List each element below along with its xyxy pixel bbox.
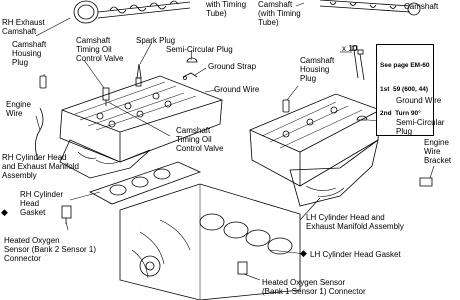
camshaft-housing-plug-right-drawing: [282, 99, 290, 113]
label-semi-circular-plug-right: Semi-Circular Plug: [396, 118, 445, 136]
label-camshaft-right-top: Camshaft: [404, 2, 439, 11]
label-ground-wire-right: Ground Wire: [396, 96, 442, 105]
label-lh-head-gasket: LH Cylinder Head Gasket: [310, 250, 401, 259]
label-camshaft-timing-oil-control-valve-top: Camshaft Timing Oil Control Valve: [76, 36, 124, 63]
camshaft-housing-plug-left-drawing: [39, 75, 47, 89]
label-camshaft-housing-plug-right: Camshaft Housing Plug: [300, 56, 335, 83]
rh-exhaust-manifold-drawing: [59, 139, 151, 179]
rh-exhaust-camshaft-drawing: [73, 0, 191, 24]
torque-callout-box: See page EM-60 1st 59 (600, 44) 2nd Turn…: [376, 44, 434, 136]
ground-strap-drawing: [182, 72, 198, 80]
lh-cylinder-head-drawing: [249, 93, 381, 187]
o2-connector-bank2-drawing: [61, 205, 72, 224]
semi-circular-plug-drawing: [186, 57, 198, 63]
label-lh-head-assembly: LH Cylinder Head and Exhaust Manifold As…: [306, 213, 404, 231]
bolts-x10-drawing: [351, 45, 365, 81]
label-spark-plug: Spark Plug: [136, 36, 176, 45]
oil-control-valve-top-drawing: [102, 87, 110, 106]
diamond-marker-lh-gasket: ◆: [300, 248, 307, 258]
rh-cylinder-head-drawing: [59, 75, 223, 163]
semi-circular-plug-right-drawing: [356, 115, 368, 121]
label-ground-strap: Ground Strap: [208, 62, 257, 71]
label-lh-intake-camshaft: LH Intake Camshaft (with Timing Tube): [258, 0, 301, 27]
label-semi-circular-plug-top: Semi-Circular Plug: [166, 45, 233, 54]
label-camshaft-timing-oil-control-valve-mid: Camshaft Timing Oil Control Valve: [176, 126, 224, 153]
label-x10: x 10: [342, 44, 358, 53]
label-with-timing-tube-left: with Timing Tube): [206, 0, 247, 18]
lh-exhaust-manifold-drawing: [289, 139, 379, 207]
callout-torque-first: 1st 59 (600, 44): [380, 86, 429, 93]
diamond-marker-rh-gasket: ◆: [1, 207, 8, 217]
leader-lines: [35, 2, 435, 281]
callout-torque-second: 2nd Turn 90°: [380, 110, 421, 117]
label-rh-head-gasket: RH Cylinder Head Gasket: [20, 190, 64, 217]
callout-page-ref: See page EM-60: [380, 62, 430, 69]
label-engine-wire-bracket: Engine Wire Bracket: [424, 138, 452, 165]
label-rh-exhaust-camshaft: RH Exhaust Camshaft: [2, 18, 45, 36]
label-camshaft-housing-plug-left: Camshaft Housing Plug: [12, 40, 47, 67]
o2-connector-bank1-drawing: [237, 261, 248, 275]
engine-block-drawing: [119, 183, 301, 300]
engine-wire-bracket-drawing: [419, 177, 433, 187]
label-engine-wire: Engine Wire: [6, 100, 31, 118]
label-heated-o2-bank1: Heated Oxygen Sensor (Bank 1 Sensor 1) C…: [262, 278, 366, 296]
rh-head-gasket-drawing: [89, 161, 202, 205]
lh-intake-camshaft-drawing: [319, 0, 421, 16]
label-rh-head-assembly: RH Cylinder Head and Exhaust Manifold As…: [2, 153, 79, 180]
spark-plug-drawing: [135, 63, 142, 87]
label-heated-o2-bank2: Heated Oxygen Sensor (Bank 2 Sensor 1) C…: [4, 236, 97, 263]
label-ground-wire-mid: Ground Wire: [214, 85, 260, 94]
